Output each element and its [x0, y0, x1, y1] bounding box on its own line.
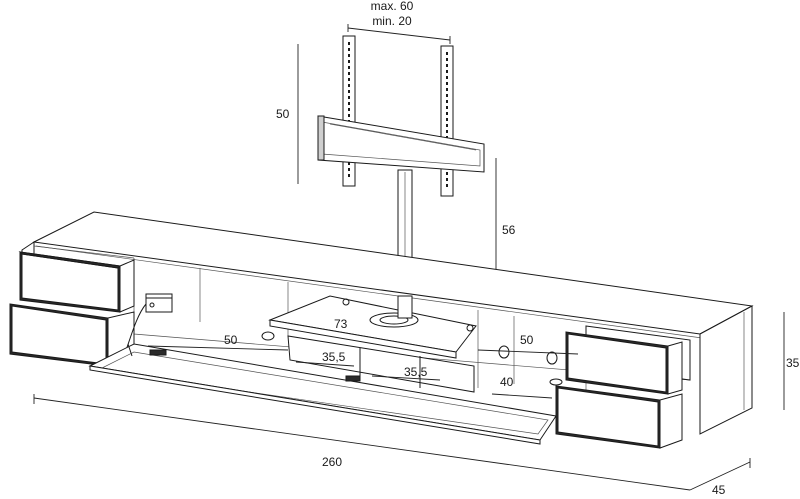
cable-hole: [549, 378, 563, 386]
right-depth-label: 40: [500, 375, 514, 389]
cable-hole: [261, 331, 275, 341]
cabinet-right-side: [699, 305, 753, 435]
shelf-width-label: 73: [334, 317, 348, 331]
tv-mount: [297, 24, 497, 288]
cable-hole: [546, 351, 558, 365]
inner-left-label: 35,5: [322, 350, 346, 364]
inner-right-label: 35,5: [404, 365, 428, 379]
left-compartment-label: 50: [224, 333, 238, 347]
power-box: [145, 293, 173, 313]
right-compartment-label: 50: [520, 333, 534, 347]
bracket-min-label: min. 20: [372, 14, 412, 28]
cabinet-height-label: 35: [786, 356, 800, 370]
crossbar: [317, 115, 485, 173]
right-rail: [440, 45, 454, 197]
glass-shelf: [268, 295, 477, 359]
dimension-lines: [33, 312, 785, 491]
left-drawers: [9, 251, 173, 367]
mount-height-label: 50: [276, 107, 290, 121]
bracket-dimension-line: [347, 27, 451, 41]
cable-hole: [498, 345, 510, 359]
middle-shelf-lower: [287, 335, 475, 393]
flap-door: [88, 343, 557, 445]
right-drawers: [555, 325, 691, 449]
left-rail: [342, 35, 356, 187]
pole-height-label: 56: [502, 223, 516, 237]
cabinet-width-label: 260: [322, 455, 342, 469]
mount-pole: [397, 169, 413, 273]
cabinet-depth-label: 45: [712, 483, 726, 497]
cabinet: [21, 211, 754, 435]
bracket-max-label: max. 60: [371, 0, 414, 13]
